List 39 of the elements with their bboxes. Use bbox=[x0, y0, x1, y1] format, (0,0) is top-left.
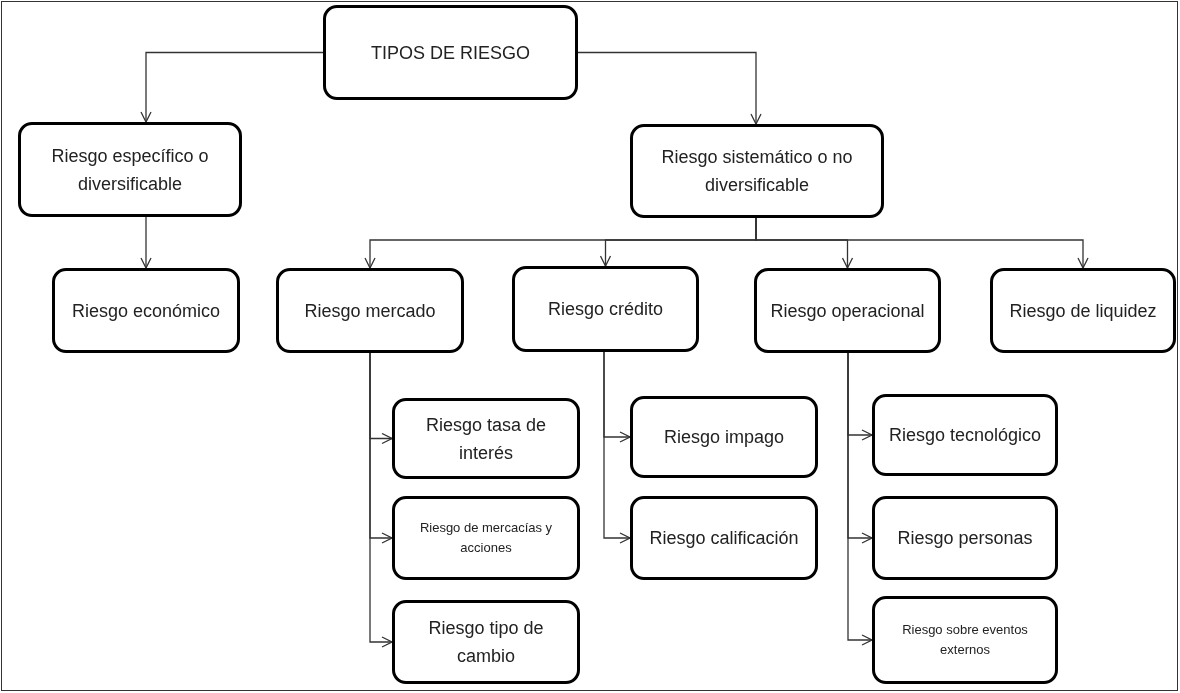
process-box bbox=[630, 496, 818, 580]
box-label: Riesgo tecnológico bbox=[888, 424, 1042, 447]
box-label: Riesgo operacional bbox=[770, 299, 925, 323]
box-label: Riesgo de liquidez bbox=[1009, 299, 1157, 323]
process-box bbox=[872, 596, 1058, 684]
process-box bbox=[52, 268, 240, 353]
process-box bbox=[392, 496, 580, 580]
process-box bbox=[872, 496, 1058, 580]
arrow bbox=[577, 51, 762, 125]
process-box bbox=[392, 600, 580, 684]
box-label: Riesgo mercado bbox=[304, 299, 436, 323]
box-label: Riesgo calificación bbox=[649, 527, 799, 550]
box-label: TIPOS DE RIESGO bbox=[371, 41, 530, 65]
process-box bbox=[630, 124, 884, 218]
process-box bbox=[990, 268, 1176, 353]
box-label: Riesgo económico bbox=[71, 299, 221, 323]
process-box bbox=[512, 266, 699, 352]
process-box bbox=[323, 5, 578, 100]
arrow bbox=[755, 217, 1089, 269]
process-box bbox=[872, 394, 1058, 476]
process-box bbox=[754, 268, 941, 353]
arrow bbox=[603, 351, 631, 544]
process-box bbox=[630, 396, 818, 478]
box-label: Riesgo específico o diversificable bbox=[50, 144, 210, 196]
arrow bbox=[140, 216, 152, 269]
box-label: Riesgo tipo de cambio bbox=[427, 617, 545, 668]
arrow bbox=[847, 352, 873, 646]
box-label: Riesgo impago bbox=[663, 426, 785, 449]
arrow bbox=[140, 51, 324, 123]
box-label: Riesgo personas bbox=[897, 527, 1033, 550]
box-label: Riesgo sobre eventos externos bbox=[901, 621, 1029, 659]
box-label: Riesgo tasa de interés bbox=[424, 413, 548, 465]
box-label: Riesgo crédito bbox=[547, 298, 664, 321]
process-box bbox=[392, 398, 580, 479]
process-box bbox=[276, 268, 464, 353]
box-label: Riesgo sistemático o no diversificable bbox=[660, 146, 854, 197]
arrow bbox=[369, 352, 393, 648]
box-label: Riesgo de mercacías y acciones bbox=[418, 519, 554, 557]
process-box bbox=[18, 122, 242, 217]
